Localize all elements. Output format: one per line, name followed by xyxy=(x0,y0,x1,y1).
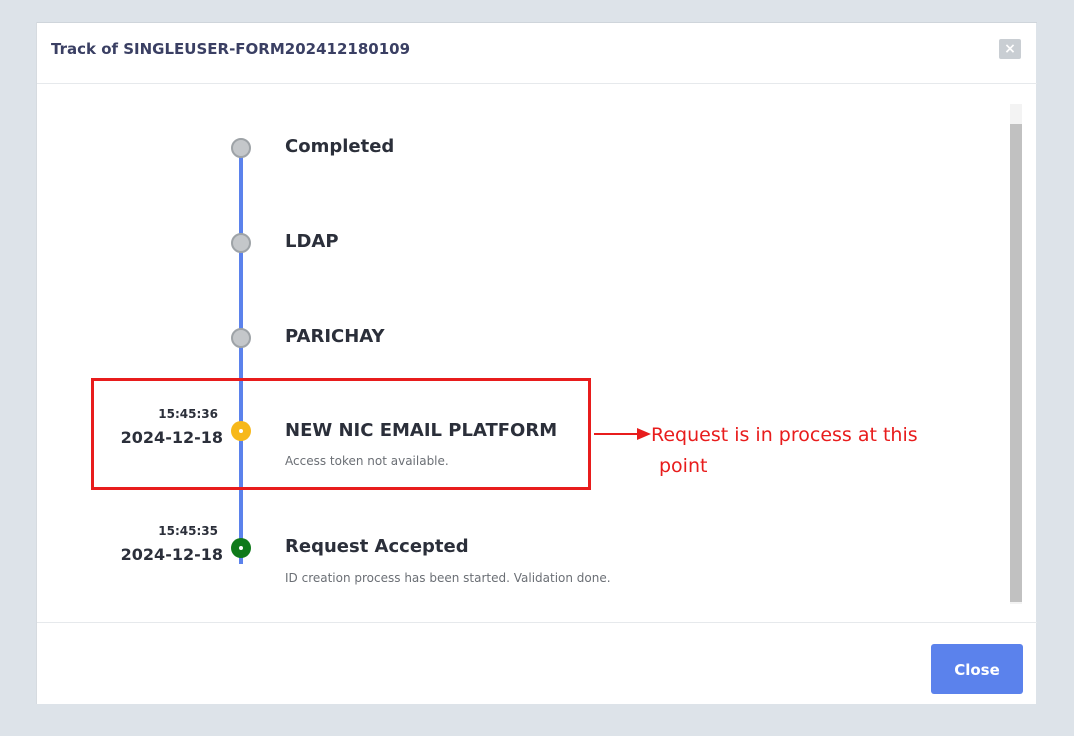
annotation-text: Request is in process at this point xyxy=(651,420,981,482)
annotation-highlight-box xyxy=(91,378,591,490)
step-title-ldap: LDAP xyxy=(285,231,339,252)
step-date: 2024-12-18 xyxy=(120,545,223,564)
annotation-line-1: Request is in process at this xyxy=(651,424,918,446)
step-date: 2024-12-18 xyxy=(120,428,223,447)
step-description: Access token not available. xyxy=(285,454,449,468)
step-node-icon xyxy=(231,233,251,253)
modal-footer: Close xyxy=(37,622,1037,704)
scrollbar[interactable] xyxy=(1010,104,1022,604)
step-description: ID creation process has been started. Va… xyxy=(285,571,611,585)
timeline-line xyxy=(239,146,243,564)
step-title-parichay: PARICHAY xyxy=(285,326,385,347)
close-icon[interactable]: × xyxy=(999,39,1021,59)
step-node-icon xyxy=(231,138,251,158)
annotation-line-2: point xyxy=(659,455,708,477)
close-button[interactable]: Close xyxy=(931,644,1023,694)
step-time: 15:45:35 xyxy=(158,524,218,538)
step-title-completed: Completed xyxy=(285,136,395,157)
done-node-icon xyxy=(231,538,251,558)
modal-title: Track of SINGLEUSER-FORM202412180109 xyxy=(51,40,411,58)
arrow-right-icon xyxy=(637,428,651,440)
step-node-icon xyxy=(231,328,251,348)
track-modal: Track of SINGLEUSER-FORM202412180109 × C… xyxy=(36,22,1037,704)
modal-header: Track of SINGLEUSER-FORM202412180109 × xyxy=(37,22,1037,84)
in-process-node-icon xyxy=(231,421,251,441)
annotation-arrow xyxy=(594,433,640,435)
scrollbar-thumb[interactable] xyxy=(1010,124,1022,602)
step-title-nic-email: NEW NIC EMAIL PLATFORM xyxy=(285,420,558,441)
step-time: 15:45:36 xyxy=(158,407,218,421)
step-title-request-accepted: Request Accepted xyxy=(285,536,469,557)
